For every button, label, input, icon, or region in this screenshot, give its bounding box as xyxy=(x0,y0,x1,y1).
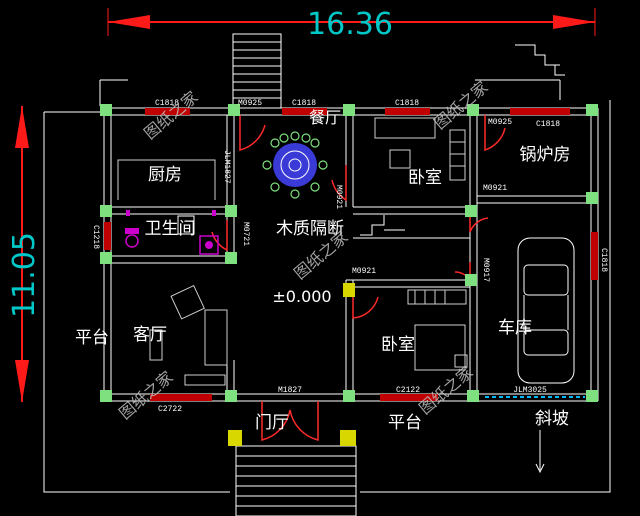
door-tag: JLM3025 xyxy=(513,386,547,395)
site-outline xyxy=(43,79,611,493)
terrace-left-label: 平台 xyxy=(75,328,109,348)
bedroom-bottom-furniture xyxy=(407,289,468,371)
corner-stair xyxy=(515,44,565,76)
height-dimension: 11.05 xyxy=(7,106,42,402)
bedroom-bottom-label: 卧室 xyxy=(381,335,415,355)
car xyxy=(517,237,575,384)
window-tag: C1818 xyxy=(599,248,608,272)
window-tag: C1818 xyxy=(395,99,419,108)
bedroom-top-label: 卧室 xyxy=(408,168,442,188)
kitchen-label: 厨房 xyxy=(148,165,182,185)
garage-label: 车库 xyxy=(498,318,532,338)
ramp-arrow xyxy=(535,430,545,474)
elevation-label: ±0.000 xyxy=(272,287,331,306)
bedroom-top-furniture xyxy=(374,117,466,181)
living-sofa xyxy=(149,284,228,386)
window-tag: C1818 xyxy=(155,99,179,108)
columns xyxy=(100,104,598,446)
wood-partition-label: 木质隔断 xyxy=(276,219,344,239)
doors xyxy=(211,115,506,441)
door-tag: M0921 xyxy=(352,267,376,276)
door-tag: M0925 xyxy=(488,118,512,127)
window-tag: C2722 xyxy=(158,405,182,414)
width-dimension: 16.36 xyxy=(107,7,596,42)
door-tag: M1827 xyxy=(278,386,302,395)
window-tag: C1218 xyxy=(91,225,100,249)
windows xyxy=(104,108,598,401)
height-dimension-value: 11.05 xyxy=(7,232,42,318)
width-dimension-value: 16.36 xyxy=(307,7,393,42)
door-tag: JLM1827 xyxy=(222,150,231,184)
door-tag: M0925 xyxy=(238,99,262,108)
terrace-right-label: 平台 xyxy=(388,413,422,433)
front-stair-top xyxy=(232,33,282,109)
boiler-room-label: 锅炉房 xyxy=(520,145,571,165)
door-tag: M0921 xyxy=(483,184,507,193)
ramp-label: 斜坡 xyxy=(535,409,569,429)
living-room-label: 客厅 xyxy=(133,325,167,345)
kitchen-counter xyxy=(117,159,216,200)
bathroom-fixtures xyxy=(125,210,219,255)
door-tag: M0917 xyxy=(481,258,490,282)
window-tag: C1818 xyxy=(292,99,316,108)
bathroom-label: 卫生间 xyxy=(145,219,196,239)
interior-stair xyxy=(353,215,470,239)
entry-stair xyxy=(235,445,357,516)
dining-table xyxy=(262,131,328,199)
door-tag: M0921 xyxy=(334,185,343,209)
dining-room-label: 餐厅 xyxy=(309,108,341,127)
window-tag: C2122 xyxy=(396,386,420,395)
watermark: 图纸之家 xyxy=(430,77,491,133)
foyer-label: 门厅 xyxy=(255,413,289,433)
window-tag: C1818 xyxy=(536,120,560,129)
door-tag: M0721 xyxy=(241,222,250,246)
